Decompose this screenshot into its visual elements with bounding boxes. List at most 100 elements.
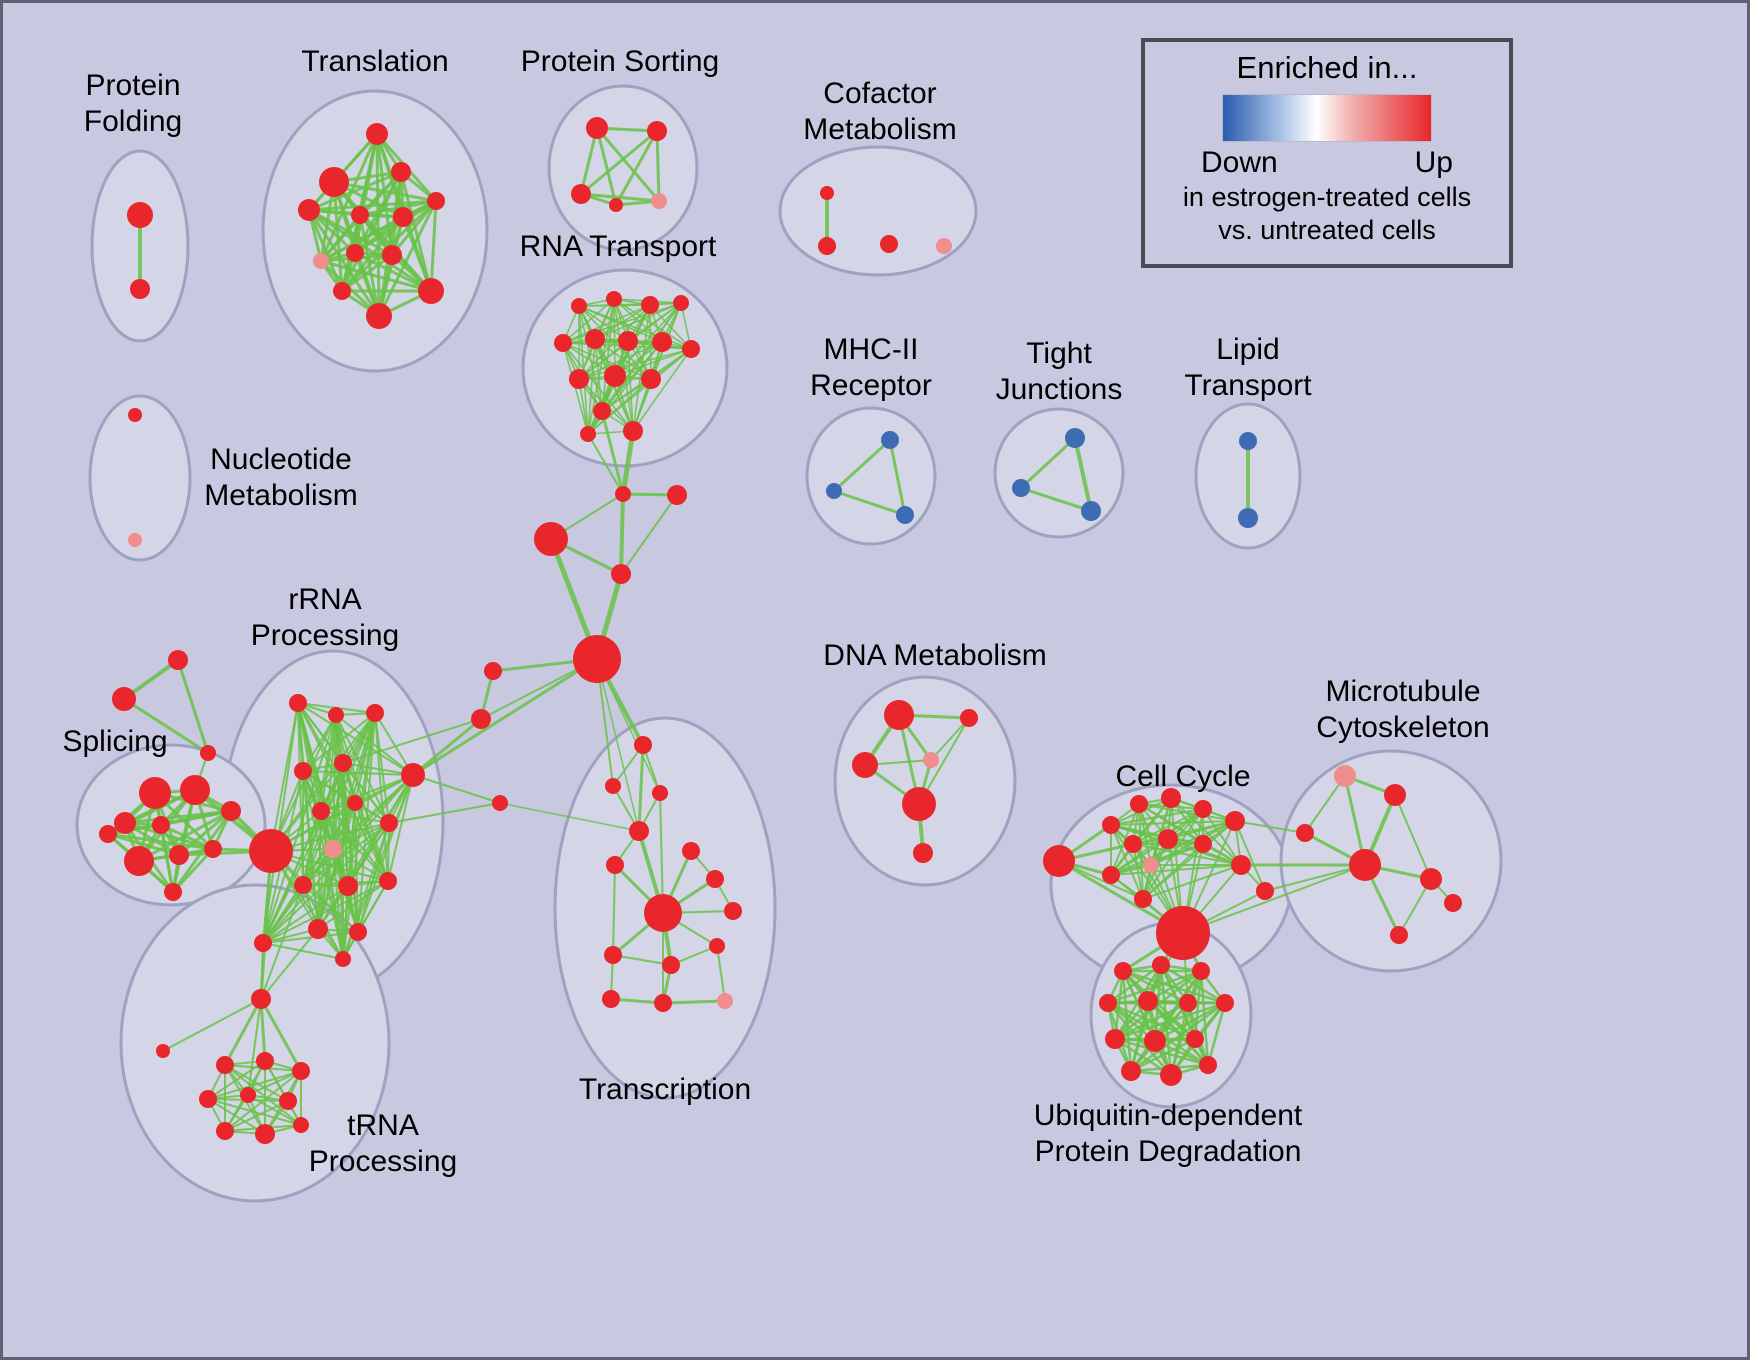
legend-title: Enriched in... — [1236, 50, 1418, 85]
network-edge — [354, 802, 389, 882]
network-edge — [106, 832, 181, 857]
network-edge — [578, 341, 663, 380]
network-node-n2 — [128, 533, 142, 547]
network-node-s3 — [114, 812, 136, 834]
network-node-mt7 — [1390, 926, 1408, 944]
network-node-u8 — [1105, 1029, 1125, 1049]
network-edge — [579, 192, 661, 203]
network-node-ps1 — [586, 117, 608, 139]
network-edge — [387, 822, 390, 882]
network-node-c7 — [1158, 829, 1178, 849]
network-node-tx7 — [706, 870, 724, 888]
network-edge — [578, 348, 692, 380]
legend-up-label: Up — [1414, 146, 1453, 179]
network-node-r9 — [347, 795, 363, 811]
network-node-m2 — [471, 709, 491, 729]
network-edge — [1142, 864, 1242, 900]
network-node-u11 — [1121, 1061, 1141, 1081]
network-edge — [562, 304, 651, 344]
network-node-mt5 — [1420, 868, 1442, 890]
network-node-tx1 — [605, 778, 621, 794]
network-node-s2 — [180, 775, 210, 805]
network-edge — [1106, 963, 1163, 1005]
network-edge — [1110, 843, 1204, 876]
network-edge — [159, 823, 215, 851]
network-edge — [620, 428, 636, 497]
network-node-tp3 — [292, 1062, 310, 1080]
network-node-mh1 — [881, 431, 899, 449]
network-node-d3 — [852, 752, 878, 778]
network-edge — [354, 802, 359, 933]
network-node-s5 — [221, 801, 241, 821]
network-edge — [262, 885, 349, 944]
network-node-r6 — [334, 754, 352, 772]
network-node-rt4 — [673, 295, 689, 311]
network-edge — [637, 743, 645, 833]
network-node-s9 — [164, 883, 182, 901]
network-node-m3 — [492, 795, 508, 811]
network-node-t4 — [391, 162, 411, 182]
network-edge — [411, 717, 483, 777]
network-edge — [247, 1094, 302, 1126]
network-edge — [122, 697, 210, 755]
network-node-cm1 — [820, 186, 834, 200]
network-edge — [319, 259, 433, 293]
cluster-ellipse-microtubule-cytoskeleton — [1279, 749, 1503, 973]
network-node-g1 — [168, 650, 188, 670]
network-node-tx0 — [634, 736, 652, 754]
network-node-rt5 — [554, 334, 572, 352]
network-node-r14 — [379, 872, 397, 890]
network-node-r4 — [366, 704, 384, 722]
network-edge — [388, 802, 501, 824]
network-node-r10 — [380, 814, 398, 832]
network-edge — [1132, 808, 1204, 845]
network-edge — [1110, 824, 1144, 900]
network-edge — [340, 253, 394, 293]
network-node-r18 — [254, 934, 272, 952]
network-node-d4 — [923, 752, 939, 768]
network-node-mh3 — [896, 506, 914, 524]
cluster-ellipse-mhc-ii-receptor — [805, 406, 937, 546]
network-node-g2 — [112, 687, 136, 711]
cluster-label-splicing: Splicing — [62, 725, 167, 758]
network-node-c4 — [1194, 800, 1212, 818]
network-edge — [162, 998, 262, 1052]
legend-caption-line1: in estrogen-treated cells — [1182, 182, 1472, 212]
network-node-tp1 — [216, 1056, 234, 1074]
network-node-u10 — [1186, 1030, 1204, 1048]
network-edge — [1206, 1001, 1227, 1067]
network-node-u5 — [1138, 991, 1158, 1011]
network-node-mt1 — [1334, 765, 1356, 787]
network-edge — [353, 199, 438, 255]
network-edge — [1110, 838, 1169, 876]
network-edge — [374, 712, 414, 776]
network-edge — [260, 928, 319, 1000]
network-node-g3 — [200, 745, 216, 761]
network-node-mt3 — [1296, 824, 1314, 842]
network-edge — [587, 338, 596, 435]
cluster-label-dna-metabolism: DNA Metabolism — [823, 639, 1046, 672]
network-node-tp5 — [240, 1087, 256, 1103]
network-edge — [177, 809, 233, 857]
network-node-t13 — [333, 282, 351, 300]
cluster-label-protein-sorting: Protein Sorting — [521, 45, 719, 78]
network-edge — [319, 199, 438, 263]
network-node-t6 — [393, 207, 413, 227]
network-edge — [247, 1070, 302, 1096]
network-node-u9 — [1144, 1030, 1166, 1052]
network-node-rt9 — [682, 340, 700, 358]
network-node-r1 — [289, 694, 307, 712]
network-edge — [619, 492, 625, 576]
network-edge — [832, 438, 892, 493]
network-node-r5 — [294, 762, 312, 780]
network-edge — [1234, 820, 1306, 834]
network-edge — [302, 810, 322, 886]
network-node-t7 — [427, 192, 445, 210]
network-node-tx12 — [602, 990, 620, 1008]
